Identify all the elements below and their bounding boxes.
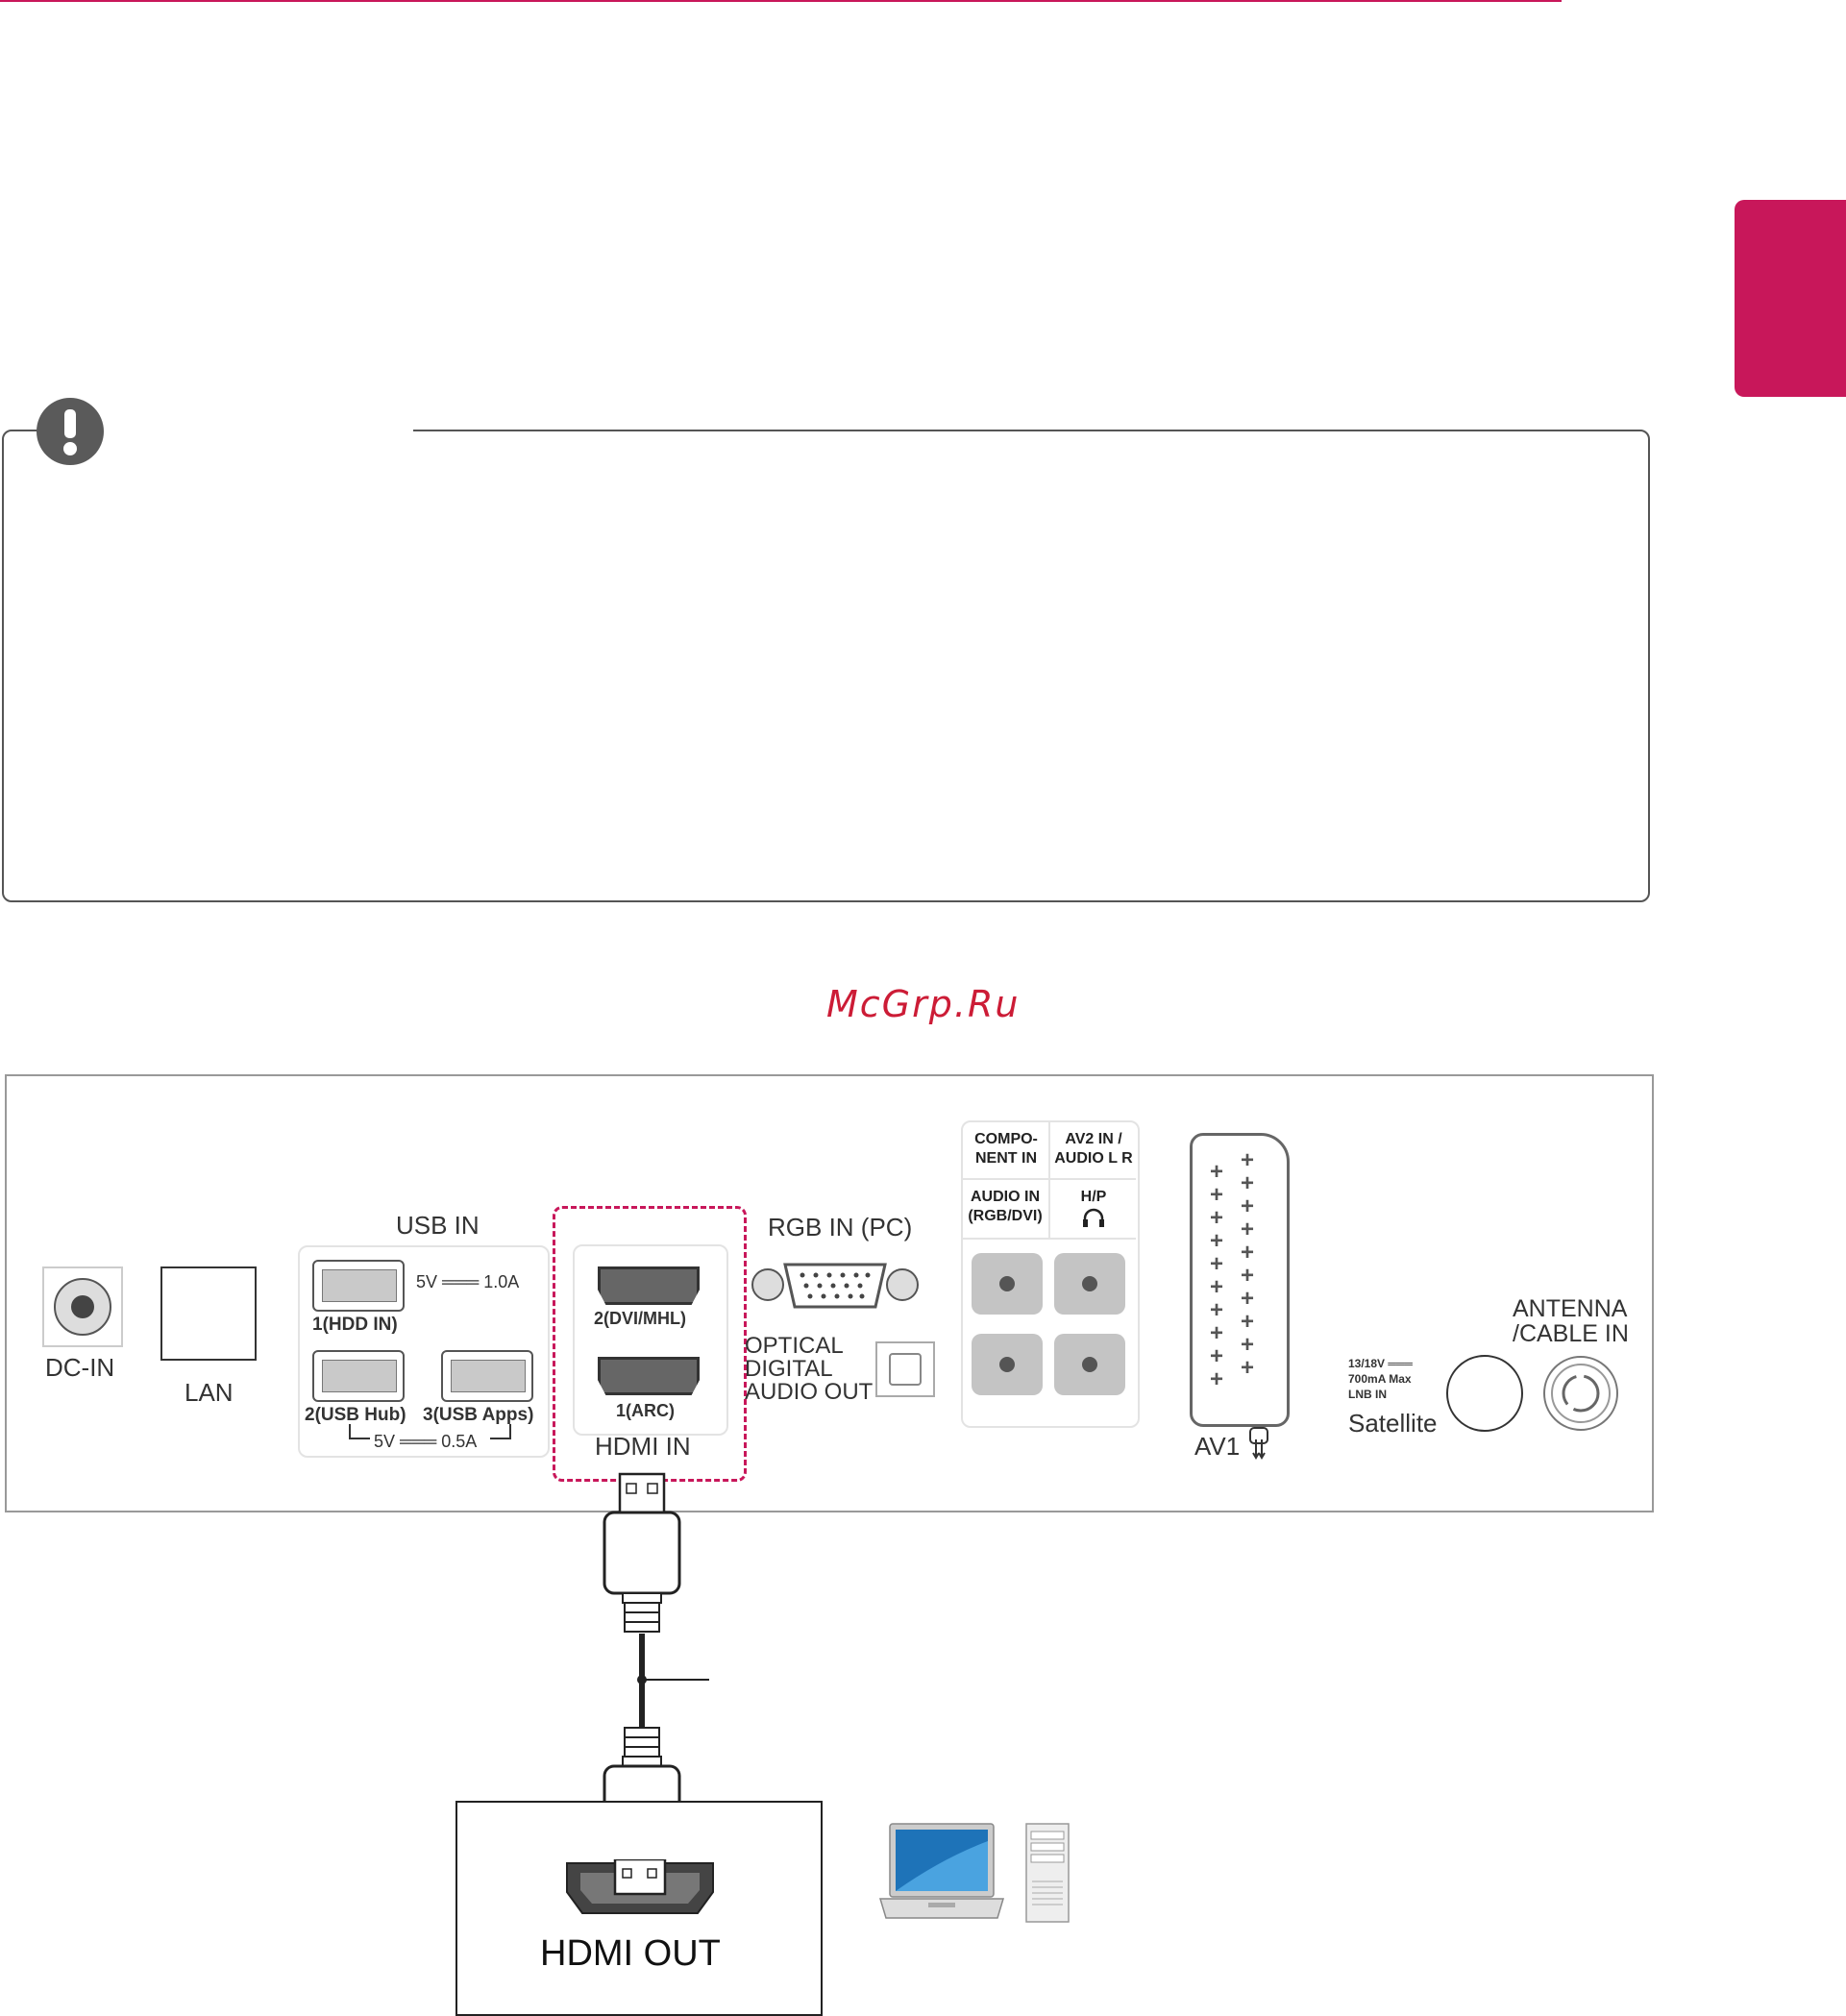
hdmi2-label: 2(DVI/MHL): [594, 1309, 686, 1328]
satellite-port: [1446, 1355, 1523, 1432]
usb-power-top: 5V ═══ 1.0A: [416, 1272, 520, 1291]
component-in-label: COMPO-NENT IN: [974, 1131, 1038, 1167]
usb-port-2: [312, 1350, 405, 1402]
scart-icon: [1248, 1426, 1269, 1461]
exclamation-icon: [37, 398, 104, 465]
optical-label-3: AUDIO OUT: [745, 1379, 874, 1405]
lan-label: LAN: [185, 1378, 234, 1407]
usb1-label: 1(HDD IN): [312, 1315, 398, 1335]
tv-back-panel: DC-IN LAN USB IN 5V ═══ 1.0A 1(HDD IN) 2…: [5, 1074, 1654, 1512]
optical-label-1: OPTICAL: [745, 1333, 844, 1359]
hdmi-out-label: HDMI OUT: [540, 1933, 721, 1974]
usb-bracket-left: [349, 1424, 370, 1439]
hdmi2-port: [598, 1266, 700, 1305]
hdmi-out-port: [563, 1857, 717, 1917]
usb-group: [298, 1245, 550, 1458]
antenna-label-2: /CABLE IN: [1513, 1320, 1629, 1347]
scart-port: ++++++++++ ++++++++++: [1190, 1133, 1290, 1427]
headphone-icon: [1082, 1207, 1105, 1228]
dc-in-port: [42, 1266, 123, 1347]
rgb-port: [749, 1255, 922, 1315]
antenna-port: [1542, 1355, 1619, 1432]
usb3-label: 3(USB Apps): [423, 1405, 534, 1425]
component-group: [961, 1120, 1140, 1428]
note-box-gap: [38, 423, 413, 434]
satellite-label: Satellite: [1348, 1409, 1438, 1438]
optical-port: [875, 1341, 935, 1397]
hdmi-group: [573, 1244, 728, 1436]
usb2-label: 2(USB Hub): [305, 1405, 406, 1425]
rca-jack-4: [1054, 1334, 1125, 1395]
component-divider-h1: [963, 1178, 1136, 1180]
dc-in-label: DC-IN: [45, 1353, 115, 1382]
antenna-label-1: ANTENNA: [1513, 1295, 1628, 1322]
usb-port-1: [312, 1260, 405, 1312]
watermark: McGrp.Ru: [826, 983, 1021, 1025]
hdmi-in-label: HDMI IN: [595, 1432, 691, 1461]
hdmi1-port: [598, 1357, 700, 1395]
hp-label: H/P: [1080, 1189, 1107, 1205]
desktop-tower-icon: [1024, 1822, 1072, 1926]
lan-port: [160, 1266, 257, 1361]
rgb-in-label: RGB IN (PC): [768, 1213, 913, 1242]
component-divider-v: [1048, 1122, 1050, 1238]
note-box: [2, 430, 1650, 902]
rca-jack-3: [972, 1334, 1043, 1395]
av2-in-label: AV2 IN /AUDIO L R: [1054, 1131, 1133, 1167]
rca-jack-2: [1054, 1253, 1125, 1315]
rca-jack-1: [972, 1253, 1043, 1315]
hdmi1-label: 1(ARC): [616, 1401, 675, 1420]
component-divider-h2: [963, 1238, 1136, 1240]
usb-port-3: [441, 1350, 533, 1402]
satellite-power-2: 700mA Max: [1348, 1372, 1412, 1386]
usb-power-bottom: 5V ═══ 0.5A: [374, 1432, 478, 1451]
usb-bracket-right: [490, 1424, 511, 1439]
top-rule: [0, 0, 1562, 2]
laptop-icon: [874, 1820, 1009, 1926]
av1-label: AV1: [1194, 1432, 1241, 1461]
audio-in-label: AUDIO IN(RGB/DVI): [968, 1189, 1043, 1224]
language-tab: [1735, 200, 1846, 397]
usb-in-label: USB IN: [396, 1211, 480, 1240]
optical-label-2: DIGITAL: [745, 1356, 833, 1382]
satellite-power-3: LNB IN: [1348, 1388, 1387, 1401]
satellite-power-1: 13/18V ═══: [1348, 1357, 1413, 1370]
